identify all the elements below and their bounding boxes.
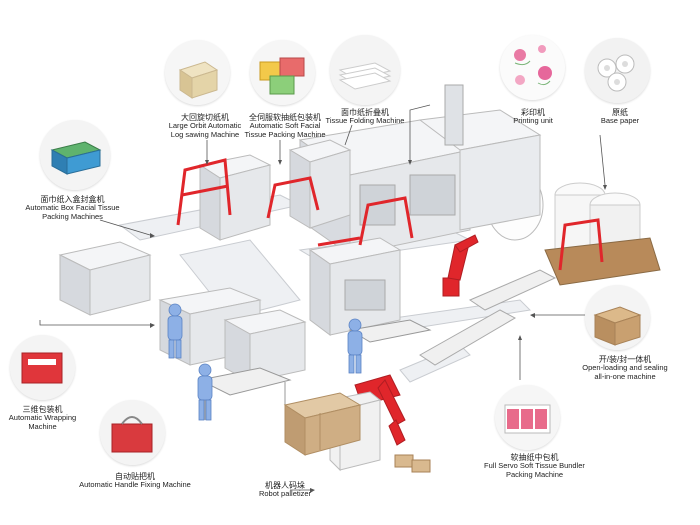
label-cn: 三维包装机 (22, 405, 63, 414)
worker (347, 318, 363, 374)
label-soft-pack: 全伺服软抽纸包装机 Automatic Soft Facial Tissue P… (235, 113, 335, 139)
log-saw-machine (198, 154, 272, 241)
bundler-machine (308, 237, 402, 336)
label-en: Automatic Wrapping Machine (8, 413, 77, 431)
boxed-tissue-bubble (40, 120, 110, 190)
label-cn: 软抽纸中包机 (510, 453, 559, 462)
label-wrapping: 三维包装机 Automatic Wrapping Machine (0, 405, 85, 431)
label-en: Base paper (600, 116, 640, 126)
work-table (348, 319, 432, 343)
soft-tissue-packing-machine (288, 139, 352, 229)
label-log-saw: 大回旋切纸机 Large Orbit Automatic Log sawing … (160, 113, 250, 139)
label-en: Robot palletizer (258, 489, 312, 499)
label-cn: 原纸 (612, 108, 628, 117)
label-en: Full Servo Soft Tissue Bundler Packing M… (484, 461, 585, 479)
arrow-heads (150, 160, 607, 493)
label-box-pack: 面巾纸入盒封盒机 Automatic Box Facial Tissue Pac… (20, 195, 125, 221)
label-en: Automatic Soft Facial Tissue Packing Mac… (244, 121, 326, 139)
label-en: Automatic Handle Fixing Machine (79, 480, 191, 490)
label-cn: 大回旋切纸机 (181, 113, 229, 122)
label-en: Large Orbit Automatic Log sawing Machine (168, 121, 242, 139)
pallet-boxes (394, 454, 431, 473)
printing-unit (418, 84, 542, 231)
folded-tissue-bubble (330, 35, 400, 105)
wrapped-pack-bubble (10, 335, 75, 400)
printed-pattern-bubble (500, 35, 565, 100)
label-cn: 彩印机 (521, 108, 545, 117)
carton-bubble (585, 285, 650, 350)
label-en: Printing unit (513, 116, 553, 126)
handle-pack-bubble (100, 400, 165, 465)
soft-tissue-packs-bubble (250, 40, 315, 105)
label-en: Tissue Folding Machine (325, 116, 405, 126)
log-block-bubble (165, 40, 230, 105)
label-base-paper: 原纸 Base paper (585, 108, 655, 126)
worker (197, 363, 213, 421)
safety-frames (176, 158, 604, 271)
label-en: Automatic Box Facial Tissue Packing Mach… (25, 203, 120, 221)
robot-arm (442, 234, 479, 297)
label-cn: 开/装/封一体机 (598, 355, 652, 364)
box-packing-machine (58, 241, 152, 316)
carton-stack (283, 392, 362, 456)
work-table (198, 367, 292, 420)
label-cn: 面巾纸入盒封盒机 (40, 195, 105, 204)
label-printing: 彩印机 Printing unit (498, 108, 568, 126)
label-cn: 全伺服软抽纸包装机 (249, 113, 321, 122)
label-cn: 面巾纸折叠机 (341, 108, 389, 117)
bundled-packs-bubble (495, 385, 560, 450)
label-handle: 自动贴把机 Automatic Handle Fixing Machine (60, 472, 210, 490)
handle-fixing-machine (223, 309, 307, 383)
label-cn: 机器人码垛 (265, 481, 305, 490)
base-paper-bubble (585, 38, 650, 103)
roller-conveyor (419, 269, 557, 366)
label-open-seal: 开/装/封一体机 Open-loading and sealing all-in… (570, 355, 680, 381)
worker (167, 303, 183, 359)
label-en: Open-loading and sealing all-in-one mach… (582, 363, 668, 381)
label-bundler: 软抽纸中包机 Full Servo Soft Tissue Bundler Pa… (472, 453, 597, 479)
label-folding: 面巾纸折叠机 Tissue Folding Machine (320, 108, 410, 126)
label-palletizer: 机器人码垛 Robot palletizer (245, 481, 325, 499)
label-cn: 自动贴把机 (115, 472, 155, 481)
